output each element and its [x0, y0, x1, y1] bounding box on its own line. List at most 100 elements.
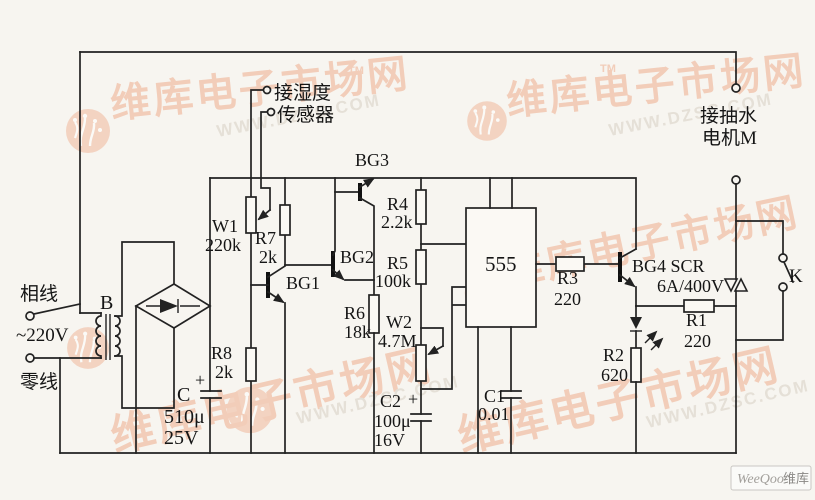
secondary-bottom-lead	[114, 327, 175, 409]
c1-value: 0.01	[478, 404, 510, 424]
sensor-label-1: 接湿度	[274, 82, 331, 104]
watermark-tm: TM	[600, 63, 616, 75]
r5-value: 100k	[375, 271, 411, 291]
neutral-terminal	[25, 353, 35, 363]
r4-value: 2.2k	[381, 212, 413, 232]
transformer-label: B	[100, 292, 113, 314]
timer-555-label: 555	[485, 252, 517, 276]
sensor-terminal-1	[262, 85, 272, 95]
watermark-logo	[65, 325, 111, 371]
k-contact-top	[778, 253, 788, 263]
k-blade	[782, 260, 795, 284]
led-ray-2	[650, 337, 664, 351]
secondary-top-lead	[114, 241, 175, 317]
r3-body	[555, 256, 585, 272]
bg2-label: BG2	[340, 247, 374, 267]
k-label: K	[789, 266, 803, 287]
triac-scr	[723, 277, 749, 293]
r4-label: R4	[387, 194, 408, 214]
r2-label: R2	[603, 345, 624, 365]
r3-label: R3	[557, 268, 578, 288]
r8-label: R8	[211, 343, 232, 363]
mains-label: ~220V	[16, 325, 69, 346]
manual-switch-k	[735, 220, 795, 341]
bg2-collector	[331, 177, 336, 257]
bg3-label: BG3	[355, 150, 389, 170]
ic-top-pins	[489, 177, 513, 209]
c2-plus: +	[408, 389, 418, 409]
watermark-brand: 维库电子市场网	[500, 190, 804, 296]
mains-top-rail	[79, 51, 737, 85]
r7-body	[279, 204, 291, 236]
r7-label: R7	[255, 228, 276, 248]
transformer-b	[95, 241, 175, 409]
bridge-rectifier	[134, 283, 212, 454]
phase-switch-blade	[32, 302, 82, 316]
cap-c-value2: 25V	[164, 427, 199, 449]
c2-value1: 100μ	[374, 411, 411, 431]
w2-pot-body	[415, 344, 427, 382]
c2-label: C2	[380, 391, 401, 411]
r1-value: 220	[684, 331, 711, 351]
c2-value2: 16V	[374, 430, 405, 450]
motor-label-1: 接抽水	[700, 105, 757, 127]
transistor-bg2	[284, 177, 375, 281]
watermark-logo	[466, 100, 508, 142]
triac-triangle-down	[723, 278, 739, 293]
sensor-label-2: 传感器	[277, 104, 334, 126]
watermark-logo	[64, 107, 112, 155]
w2-value: 4.7M	[378, 331, 417, 351]
led-diode-icon	[630, 317, 642, 329]
cap-c-plates	[200, 390, 222, 399]
bg2-emitter	[331, 268, 345, 281]
w2-label: W2	[386, 312, 412, 332]
bg3-collector	[358, 196, 375, 296]
w2-wiper-bracket	[420, 327, 444, 347]
sensor2-wiper-wire	[260, 111, 271, 211]
r8-body	[245, 347, 257, 382]
bridge-diode-icon	[160, 299, 178, 313]
c1-label: C1	[484, 386, 505, 406]
r6-value: 18k	[344, 322, 371, 342]
r4-body	[415, 189, 427, 225]
transistor-bg3	[334, 177, 375, 296]
k-branch-bottom	[735, 290, 784, 341]
triac-triangle-up	[733, 277, 749, 292]
c1-plates	[500, 390, 522, 399]
motor-terminal-1	[731, 83, 741, 93]
cap-c-plus: +	[195, 370, 205, 390]
neutral-label: 零线	[20, 371, 58, 393]
r6-label: R6	[344, 303, 365, 323]
primary-coil	[95, 312, 102, 359]
r5-body	[415, 249, 427, 285]
weeqoo-badge: WeeQoo 维库	[730, 465, 812, 491]
led-indicator	[630, 305, 664, 351]
r7-value: 2k	[259, 247, 277, 267]
bg1-label: BG1	[286, 273, 320, 293]
phase-terminal	[25, 311, 35, 321]
transformer-core	[105, 314, 111, 360]
sensor-terminal-2	[266, 107, 276, 117]
r8-value: 2k	[215, 362, 233, 382]
bg4-emitter	[618, 273, 636, 288]
bg3-emitter	[358, 177, 375, 189]
r3-value: 220	[554, 289, 581, 309]
labels: 相线 ~220V 零线 B C + 510μ 25V R8 2k 接湿度 传感器…	[16, 82, 803, 450]
circuit-wiring	[25, 51, 795, 454]
cap-c-label: C	[177, 384, 190, 406]
w1-label: W1	[212, 216, 238, 236]
w2-wiper-arrow	[427, 344, 445, 356]
bg1-collector	[266, 264, 287, 279]
motor-terminal-2	[731, 175, 741, 185]
vplus-rail	[209, 177, 637, 250]
k-branch-top	[735, 220, 784, 255]
ic-trigger-link	[420, 286, 467, 390]
cap-c-value1: 510μ	[164, 406, 205, 428]
secondary-coil	[114, 315, 121, 357]
r5-label: R5	[387, 253, 408, 273]
transistor-bg1	[250, 264, 287, 454]
transistor-bg4	[618, 247, 638, 307]
sensor1-wire	[250, 89, 264, 179]
